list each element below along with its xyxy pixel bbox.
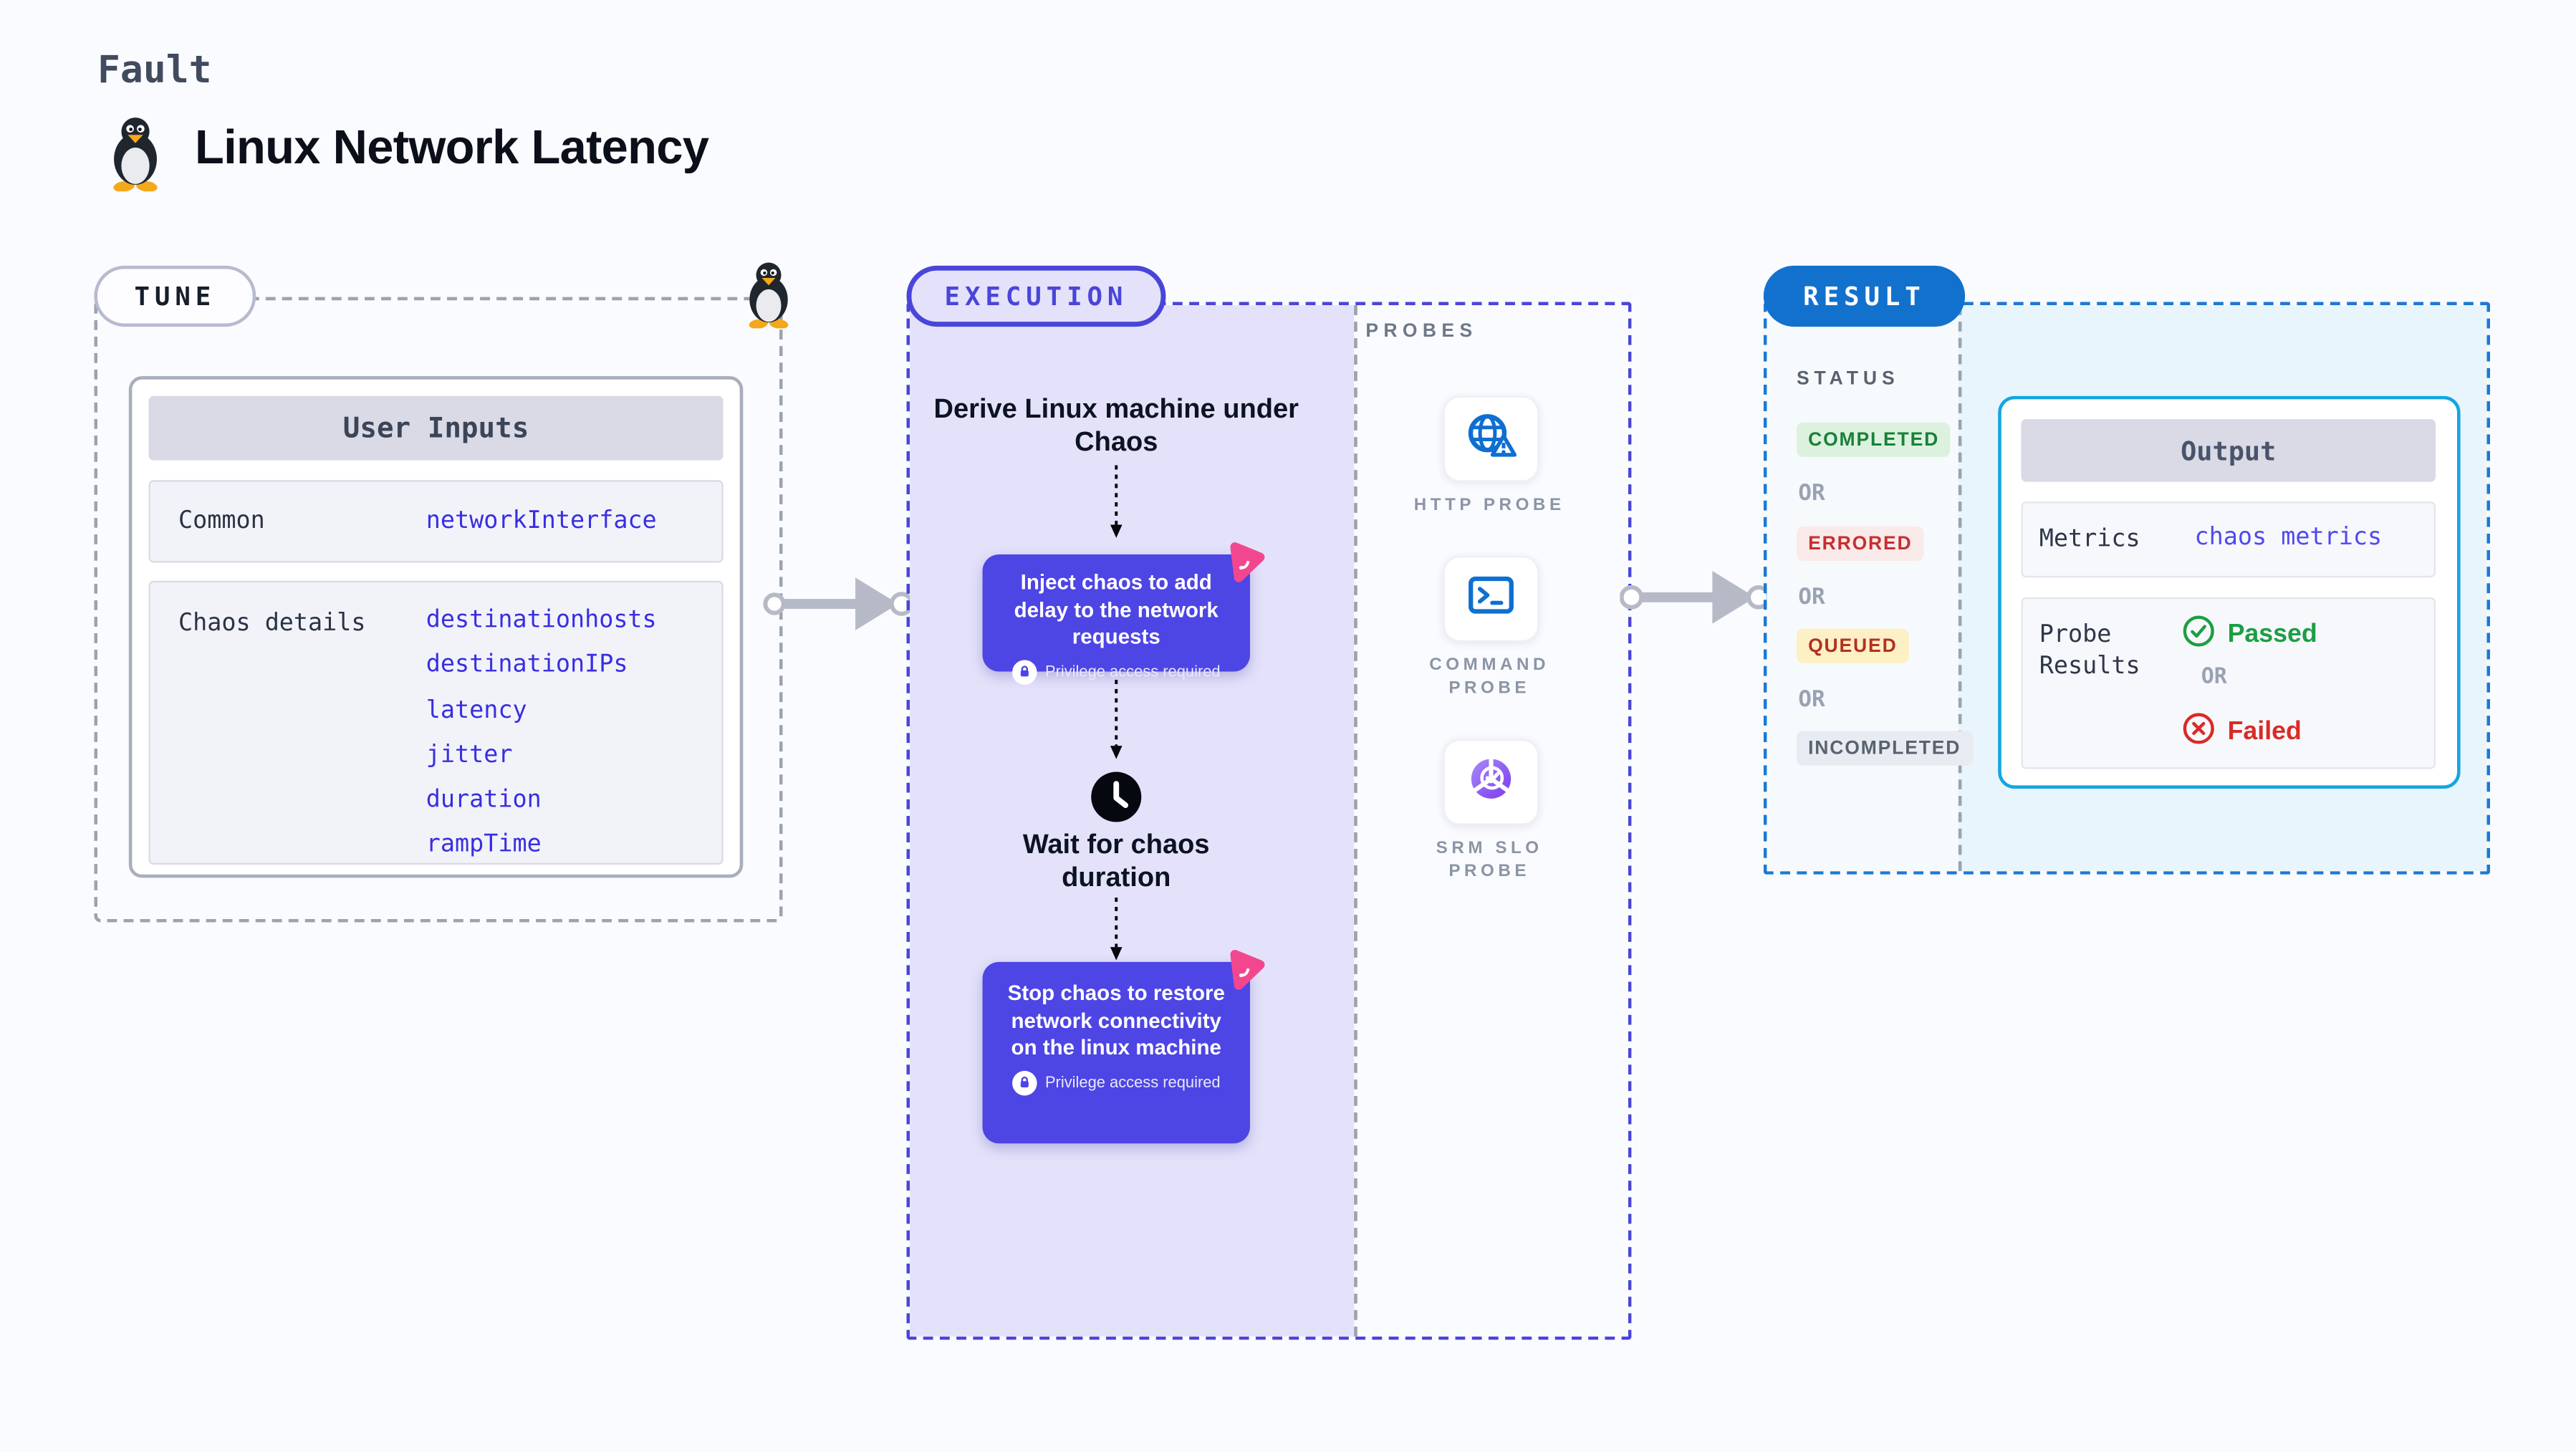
input-destinationips[interactable]: destinationIPs <box>426 652 628 679</box>
common-inputs-row: Common networkInterface <box>148 480 724 563</box>
page-title: Linux Network Latency <box>195 122 709 176</box>
http-probe-card[interactable] <box>1443 395 1539 482</box>
probes-label: PROBES <box>1365 322 1478 342</box>
input-duration[interactable]: duration <box>426 787 542 814</box>
tune-to-execution-arrow <box>763 571 914 645</box>
execution-section-box <box>906 302 1632 1340</box>
check-circle-icon <box>2181 614 2216 657</box>
execution-to-result-arrow <box>1619 564 1771 639</box>
tune-penguin-icon <box>741 261 796 337</box>
or-separator: OR <box>1798 584 1825 611</box>
privilege-label: Privilege access required <box>1044 1073 1221 1092</box>
stop-chaos-node[interactable]: Stop chaos to restore network connectivi… <box>982 961 1250 1144</box>
flow-connector-arrow <box>1106 678 1126 769</box>
chaos-details-label: Chaos details <box>178 610 366 638</box>
lock-icon <box>1011 659 1037 684</box>
or-separator: OR <box>1798 686 1825 713</box>
tune-badge[interactable]: TUNE <box>94 265 256 327</box>
result-status-panel <box>1767 305 1959 872</box>
metrics-value-link[interactable]: chaos metrics <box>2194 524 2383 552</box>
execution-badge[interactable]: EXECUTION <box>906 265 1166 327</box>
metrics-row: Metrics chaos metrics <box>2021 501 2436 578</box>
x-circle-icon <box>2181 711 2216 754</box>
status-label: STATUS <box>1796 369 1900 390</box>
user-inputs-header: User Inputs <box>148 395 724 461</box>
stop-chaos-text: Stop chaos to restore network connectivi… <box>1007 980 1225 1059</box>
input-latency[interactable]: latency <box>426 697 527 724</box>
status-completed-badge: COMPLETED <box>1796 422 1951 458</box>
metrics-label: Metrics <box>2039 526 2140 553</box>
fault-kind-label: Fault <box>97 49 212 92</box>
derive-step-text: Derive Linux machine under Chaos <box>933 394 1299 458</box>
or-separator: OR <box>2201 665 2227 690</box>
status-incompleted-badge: INCOMPLETED <box>1796 731 1973 766</box>
flow-connector-arrow <box>1106 463 1126 547</box>
common-row-label: Common <box>178 508 265 535</box>
chaos-step-icon <box>1222 539 1267 584</box>
lock-icon <box>1011 1069 1037 1095</box>
wait-step-text: Wait for chaos duration <box>1022 830 1210 893</box>
terminal-icon <box>1463 570 1519 628</box>
input-network-interface[interactable]: networkInterface <box>426 508 657 535</box>
inject-chaos-node[interactable]: Inject chaos to add delay to the network… <box>982 554 1250 684</box>
input-ramptime[interactable]: rampTime <box>426 832 542 859</box>
privilege-label: Privilege access required <box>1044 662 1221 681</box>
execution-flow-panel <box>910 305 1355 1337</box>
passed-label: Passed <box>2227 620 2317 649</box>
status-queued-badge: QUEUED <box>1796 628 1909 663</box>
probes-divider <box>1354 305 1357 1337</box>
chaos-details-row: Chaos details destinationhosts destinati… <box>148 580 724 865</box>
input-destinationhosts[interactable]: destinationhosts <box>426 607 657 634</box>
flow-connector-arrow <box>1106 896 1126 971</box>
slo-donut-icon <box>1463 751 1519 812</box>
input-jitter[interactable]: jitter <box>426 742 513 769</box>
output-header: Output <box>2021 419 2436 482</box>
output-card: Output Metrics chaos metrics Probe Resul… <box>1998 395 2461 789</box>
failed-result: Failed <box>2181 711 2302 754</box>
linux-penguin-icon <box>104 115 167 199</box>
http-probe-label: HTTP PROBE <box>1413 495 1565 515</box>
probe-results-label: Probe Results <box>2039 622 2140 681</box>
status-errored-badge: ERRORED <box>1796 526 1924 562</box>
globe-warning-icon <box>1461 408 1521 469</box>
wait-clock-icon <box>1090 771 1143 824</box>
user-inputs-card: User Inputs Common networkInterface Chao… <box>128 376 744 878</box>
probe-results-row: Probe Results Passed OR F <box>2021 597 2436 769</box>
command-probe-card[interactable] <box>1443 556 1539 643</box>
failed-label: Failed <box>2227 717 2302 746</box>
inject-chaos-text: Inject chaos to add delay to the network… <box>1014 569 1219 649</box>
or-separator: OR <box>1798 480 1825 507</box>
passed-result: Passed <box>2181 614 2317 657</box>
srm-slo-probe-card[interactable] <box>1443 739 1539 825</box>
chaos-step-icon <box>1222 947 1267 991</box>
result-badge[interactable]: RESULT <box>1763 265 1966 327</box>
